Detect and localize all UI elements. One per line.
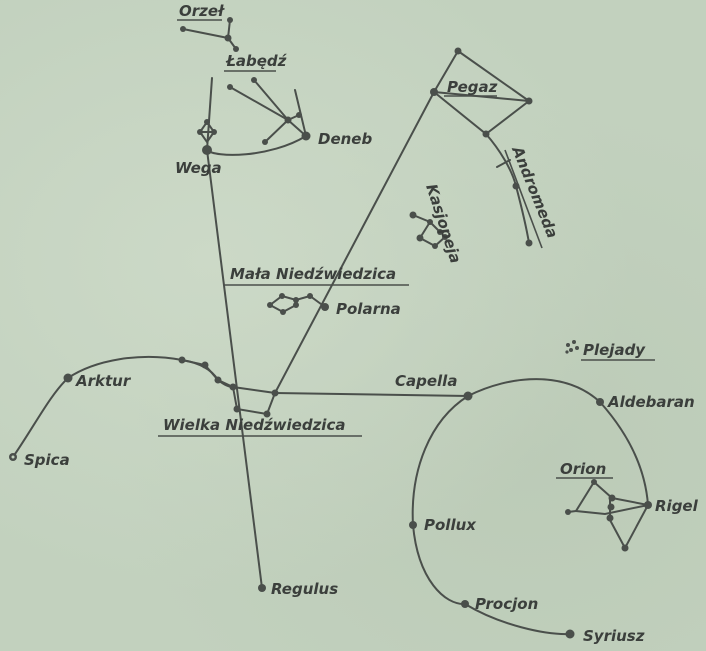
constellation-pegaz: Pegaz [430,47,533,138]
constellation-mala-niedzwiedzica: Mała Niedźwiedzica [224,265,409,315]
line-wega-regulus [206,149,263,589]
star-capella [463,391,473,401]
label-rigel: Rigel [655,497,699,515]
label-pollux: Pollux [424,516,477,534]
constellation-orion: Orion [556,460,652,552]
label-deneb: Deneb [318,130,372,148]
constellation-orzel: Orzeł [177,2,239,52]
star-arktur [63,373,73,383]
label-aldebaran: Aldebaran [607,393,695,411]
star-pollux [409,521,417,529]
label-wega: Wega [175,159,222,177]
line-dipper-pegaz [274,91,435,394]
constellation-andromeda: Andromeda [485,133,562,249]
star-aldebaran [596,398,604,406]
label-polarna: Polarna [336,300,401,318]
label-orion: Orion [560,460,606,478]
line-dipper-capella [274,392,469,397]
label-wielka-niedzwiedzica: Wielka Niedźwiedzica [163,416,345,434]
label-spica: Spica [24,451,70,469]
constellation-labedz: Łabędź [224,52,311,145]
arc-wega-deneb [206,135,307,156]
label-capella: Capella [395,372,457,390]
label-procjon: Procjon [475,595,538,613]
guide-lines [12,77,649,636]
label-regulus: Regulus [271,580,338,598]
label-arktur: Arktur [75,372,132,390]
label-orzel: Orzeł [179,2,225,20]
label-plejady: Plejady [583,341,646,359]
arc-winter-loop [411,395,571,636]
constellation-wielka-niedzwiedzica: Wielka Niedźwiedzica [158,356,362,437]
star-procjon [461,600,469,608]
star-syriusz [565,629,575,639]
label-mala-niedzwiedzica: Mała Niedźwiedzica [230,265,396,283]
label-labedz: Łabędź [225,52,288,70]
plejady-cluster [565,340,579,354]
constellation-lira [197,119,217,155]
line-vega-up [206,77,213,151]
star-regulus [258,584,266,592]
label-pegaz: Pegaz [447,78,498,96]
constellation-kasjopeja: Kasjopeja [409,182,465,266]
label-andromeda: Andromeda [508,143,562,241]
label-syriusz: Syriusz [583,627,645,645]
arc-aldebaran-rigel [599,401,649,506]
arc-capella-aldebaran [467,378,601,403]
